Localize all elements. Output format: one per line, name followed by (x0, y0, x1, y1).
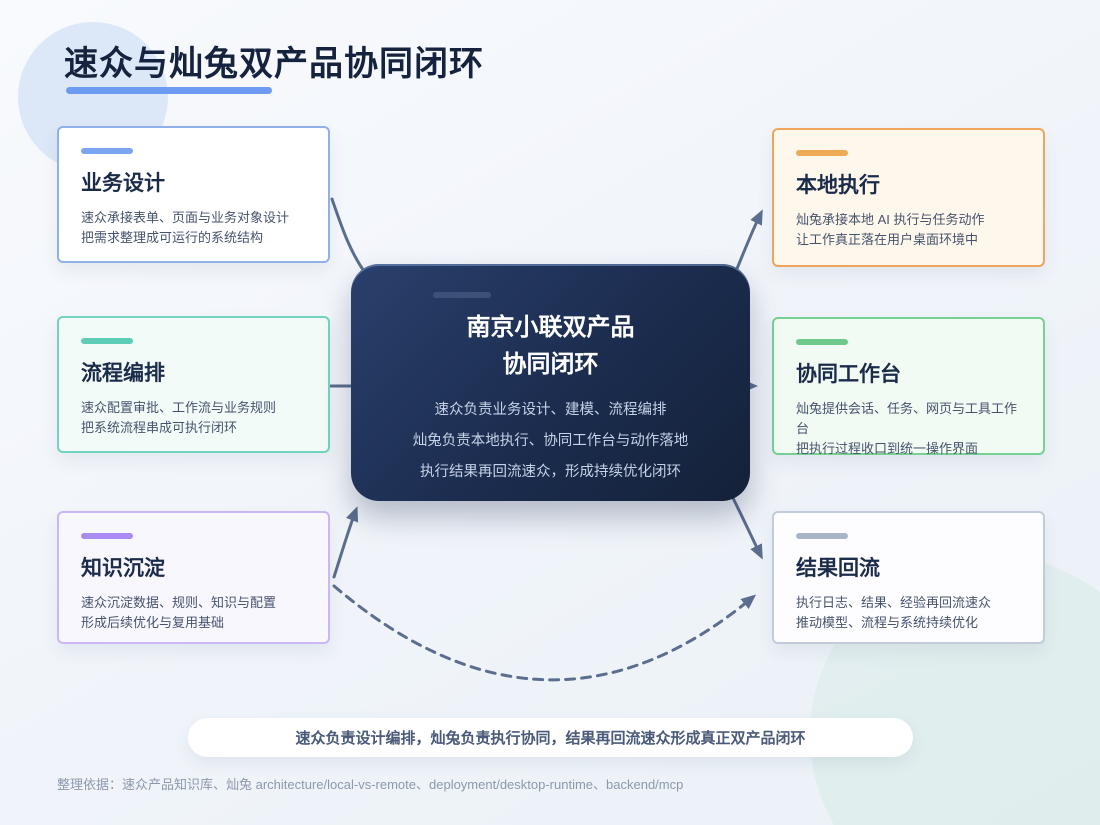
arrow-center-to-result (729, 492, 763, 560)
card-line: 形成后续优化与复用基础 (81, 615, 225, 630)
accent-bar (796, 339, 848, 345)
arrow-knowledge-to-center (332, 506, 359, 579)
card-local-execution: 本地执行 灿兔承接本地 AI 执行与任务动作 让工作真正落在用户桌面环境中 (772, 128, 1045, 267)
card-title: 知识沉淀 (81, 557, 165, 580)
card-title: 业务设计 (81, 172, 165, 195)
card-line: 把执行过程收口到统一操作界面 (796, 441, 979, 456)
accent-bar (796, 150, 848, 156)
card-line: 让工作真正落在用户桌面环境中 (796, 232, 979, 247)
page-title: 速众与灿兔双产品协同闭环 (64, 45, 484, 83)
center-hub-card: 南京小联双产品 协同闭环 速众负责业务设计、建模、流程编排 灿兔负责本地执行、协… (351, 264, 750, 501)
card-line: 灿兔提供会话、任务、网页与工具工作台 (796, 401, 1018, 436)
accent-bar (81, 533, 133, 539)
card-line: 执行日志、结果、经验再回流速众 (796, 595, 992, 610)
arrow-knowledge-to-result-dashed (332, 584, 757, 682)
card-title: 流程编排 (81, 362, 165, 385)
card-line: 把需求整理成可运行的系统结构 (81, 230, 264, 245)
card-process-orchestration: 流程编排 速众配置审批、工作流与业务规则 把系统流程串成可执行闭环 (57, 316, 330, 453)
center-line: 速众负责业务设计、建模、流程编排 (434, 402, 667, 418)
card-line: 把系统流程串成可执行闭环 (81, 420, 238, 435)
card-collab-workbench: 协同工作台 灿兔提供会话、任务、网页与工具工作台 把执行过程收口到统一操作界面 (772, 317, 1045, 456)
center-deco-bar (433, 292, 491, 298)
accent-bar (81, 148, 133, 154)
card-title: 本地执行 (796, 174, 880, 197)
card-knowledge-accumulation: 知识沉淀 速众沉淀数据、规则、知识与配置 形成后续优化与复用基础 (57, 511, 330, 644)
accent-bar (796, 533, 848, 539)
arrow-business-design-to-center (330, 197, 368, 276)
center-line: 执行结果再回流速众，形成持续优化闭环 (420, 464, 681, 480)
center-line: 灿兔负责本地执行、协同工作台与动作落地 (412, 433, 689, 449)
center-title-line1: 南京小联双产品 (466, 314, 635, 341)
accent-bar (81, 338, 133, 344)
center-title-line2: 协同闭环 (502, 351, 599, 378)
center-description: 速众负责业务设计、建模、流程编排 灿兔负责本地执行、协同工作台与动作落地 执行结… (351, 395, 750, 488)
card-line: 速众沉淀数据、规则、知识与配置 (81, 595, 277, 610)
card-line: 速众承接表单、页面与业务对象设计 (81, 210, 290, 225)
card-title: 结果回流 (796, 557, 880, 580)
card-line: 灿兔承接本地 AI 执行与任务动作 (796, 212, 985, 227)
card-line: 速众配置审批、工作流与业务规则 (81, 400, 277, 415)
card-result-backflow: 结果回流 执行日志、结果、经验再回流速众 推动模型、流程与系统持续优化 (772, 511, 1045, 644)
footer-source-note: 整理依据：速众产品知识库、灿兔 architecture/local-vs-re… (57, 777, 684, 792)
center-title: 南京小联双产品 协同闭环 (351, 264, 750, 383)
card-business-design: 业务设计 速众承接表单、页面与业务对象设计 把需求整理成可运行的系统结构 (57, 126, 330, 263)
card-title: 协同工作台 (796, 363, 901, 386)
title-underline (66, 87, 272, 94)
summary-pill: 速众负责设计编排，灿兔负责执行协同，结果再回流速众形成真正双产品闭环 (188, 718, 913, 757)
card-line: 推动模型、流程与系统持续优化 (796, 615, 979, 630)
